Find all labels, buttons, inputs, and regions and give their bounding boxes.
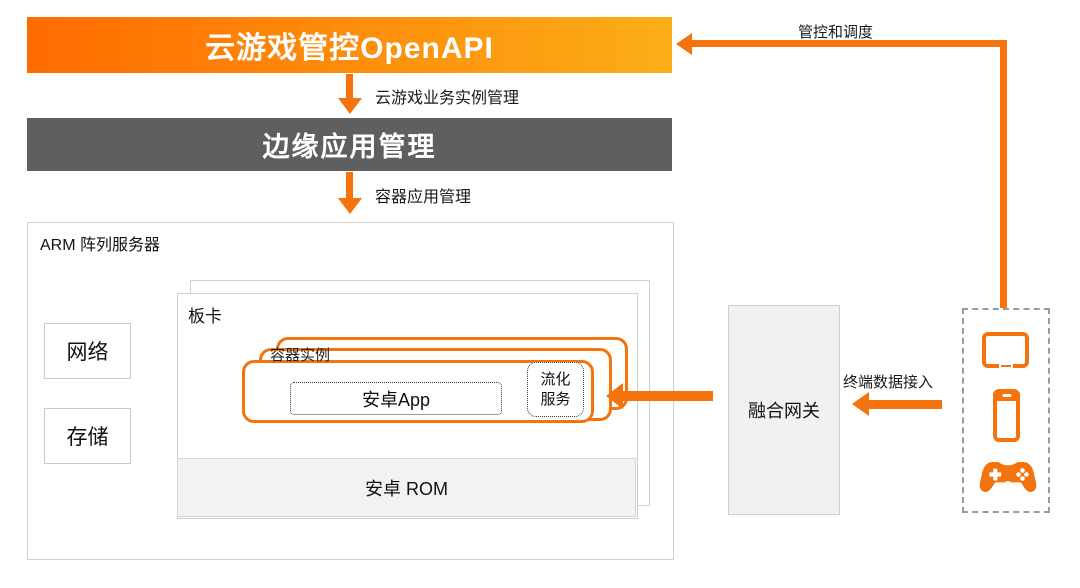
arrow-gateway-to-container-head [606,383,623,409]
network-box: 网络 [44,323,131,379]
gateway-box: 融合网关 [728,305,840,515]
arrow-gateway-to-container-line [621,391,713,401]
label-edge-to-arm: 容器应用管理 [375,189,472,206]
cloud-api-banner-title: 云游戏管控OpenAPI [205,32,494,65]
arrow-edge-to-arm-line [346,172,353,200]
edge-mgmt-banner: 边缘应用管理 [27,118,672,171]
arrow-api-to-edge-line [346,74,353,100]
arrow-api-to-edge-head [338,98,362,114]
edge-mgmt-banner-title: 边缘应用管理 [262,132,437,162]
storage-box: 存储 [44,408,131,464]
board-card-title: 板卡 [188,307,222,326]
android-app-label: 安卓App [361,389,431,410]
arrow-terminal-head [852,392,869,416]
android-rom-label: 安卓 ROM [365,478,448,499]
arrow-edge-to-arm-head [338,198,362,214]
label-control-schedule: 管控和调度 [798,24,874,41]
gamepad-icon [979,462,1037,492]
control-line-vertical [1000,40,1007,308]
storage-label: 存储 [66,426,109,449]
cloud-api-banner: 云游戏管控OpenAPI [27,17,672,73]
label-api-to-edge: 云游戏业务实例管理 [375,90,520,107]
arrow-terminal-line [868,400,942,409]
streaming-service-box: 流化 服务 [527,362,584,417]
control-line-horizontal [690,40,1007,47]
container-instance-label: 容器实例 [270,347,331,364]
tablet-icon [982,332,1029,368]
phone-speaker-bar [996,392,1017,401]
network-label: 网络 [66,341,109,364]
control-arrowhead [676,33,692,55]
android-app-box: 安卓App [290,382,502,415]
streaming-service-line1: 流化 [540,371,571,388]
tablet-home-button [1000,365,1011,367]
android-rom-bar: 安卓 ROM [177,458,636,517]
phone-speaker-dash [1002,394,1011,397]
gateway-label: 融合网关 [748,401,820,421]
phone-icon [993,389,1020,442]
arm-server-title: ARM 阵列服务器 [40,237,161,254]
label-terminal-access: 终端数据接入 [843,374,934,391]
streaming-service-line2: 服务 [540,390,571,408]
